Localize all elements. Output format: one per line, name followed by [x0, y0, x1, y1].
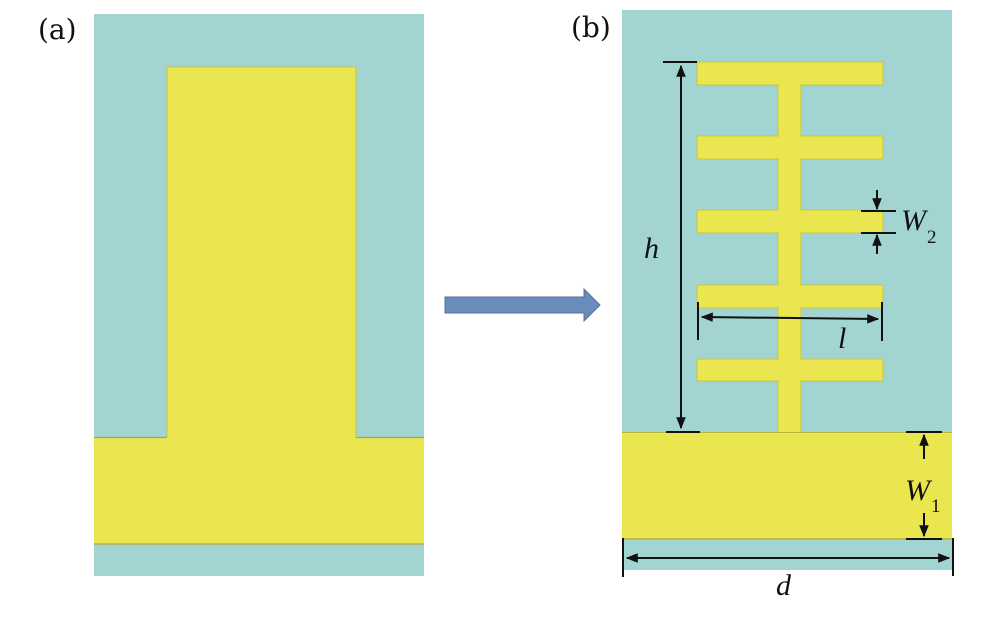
- dimension-label-h: h: [644, 232, 659, 265]
- right-arrow-icon: [444, 287, 601, 323]
- dimension-l: l: [697, 302, 883, 355]
- patch-a: [166, 66, 357, 440]
- panel-b: (b) h W 2: [571, 10, 954, 602]
- panel-label-a: (a): [38, 13, 77, 46]
- dimension-label-d: d: [776, 569, 792, 602]
- dimension-subscript-w1: 1: [931, 496, 941, 517]
- dimension-d: d: [622, 538, 954, 602]
- panel-a: (a): [38, 13, 424, 576]
- dimension-subscript-w2: 2: [927, 227, 937, 248]
- dimension-label-w2: W: [901, 204, 929, 237]
- panel-label-b: (b): [571, 11, 611, 44]
- dimension-label-w1: W: [905, 474, 933, 507]
- dimension-label-l: l: [838, 322, 846, 355]
- ground-band-b: [622, 432, 952, 539]
- spine-fill: [779, 63, 800, 435]
- dimension-w1: W 1: [905, 431, 942, 540]
- dimension-w2: W 2: [861, 190, 937, 254]
- dimension-h: h: [644, 61, 700, 433]
- ground-band-a: [94, 437, 424, 544]
